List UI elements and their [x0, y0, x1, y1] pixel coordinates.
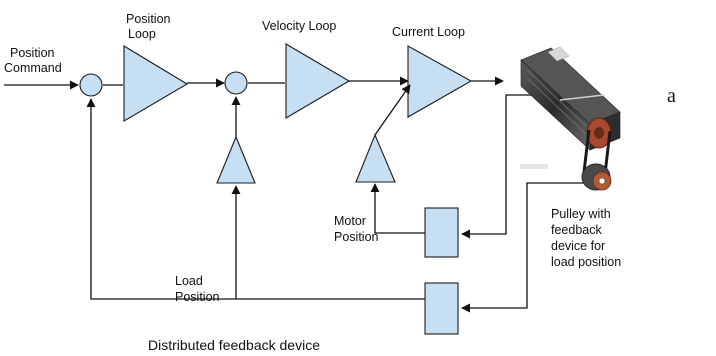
position-loop-label: Position Loop — [126, 12, 174, 41]
position-feedback-wire — [86, 98, 425, 300]
position-loop-amplifier — [123, 45, 189, 122]
velocity-summing-junction — [224, 71, 248, 95]
motor-position-label: Motor Position — [334, 214, 379, 244]
motor-feedback-device — [424, 207, 459, 258]
pulley-note-label: Pulley with feedback device for load pos… — [551, 207, 621, 269]
velocity-loop-label: Velocity Loop — [262, 19, 336, 33]
load-feedback-device — [424, 282, 459, 335]
servo-motor-illustration — [520, 46, 621, 151]
position-summing-junction — [79, 73, 103, 97]
pulley-encoder-wire — [461, 182, 604, 313]
current-loop-amplifier — [407, 45, 473, 118]
current-loop-label: Current Loop — [392, 25, 465, 39]
panel-letter: a — [667, 85, 676, 107]
motor-feedback-to-current-arrow — [374, 84, 411, 136]
caption: Distributed feedback device — [148, 337, 320, 353]
load-position-label: Load Position — [175, 274, 220, 304]
velocity-loop-amplifier — [285, 43, 351, 119]
belt-and-pulley-illustration — [520, 129, 612, 191]
position-command-label: Position Command — [4, 46, 62, 75]
motor-position-wire — [370, 183, 425, 234]
motor-feedback-gain-triangle — [355, 133, 396, 183]
load-feedback-gain-triangle — [216, 135, 256, 184]
